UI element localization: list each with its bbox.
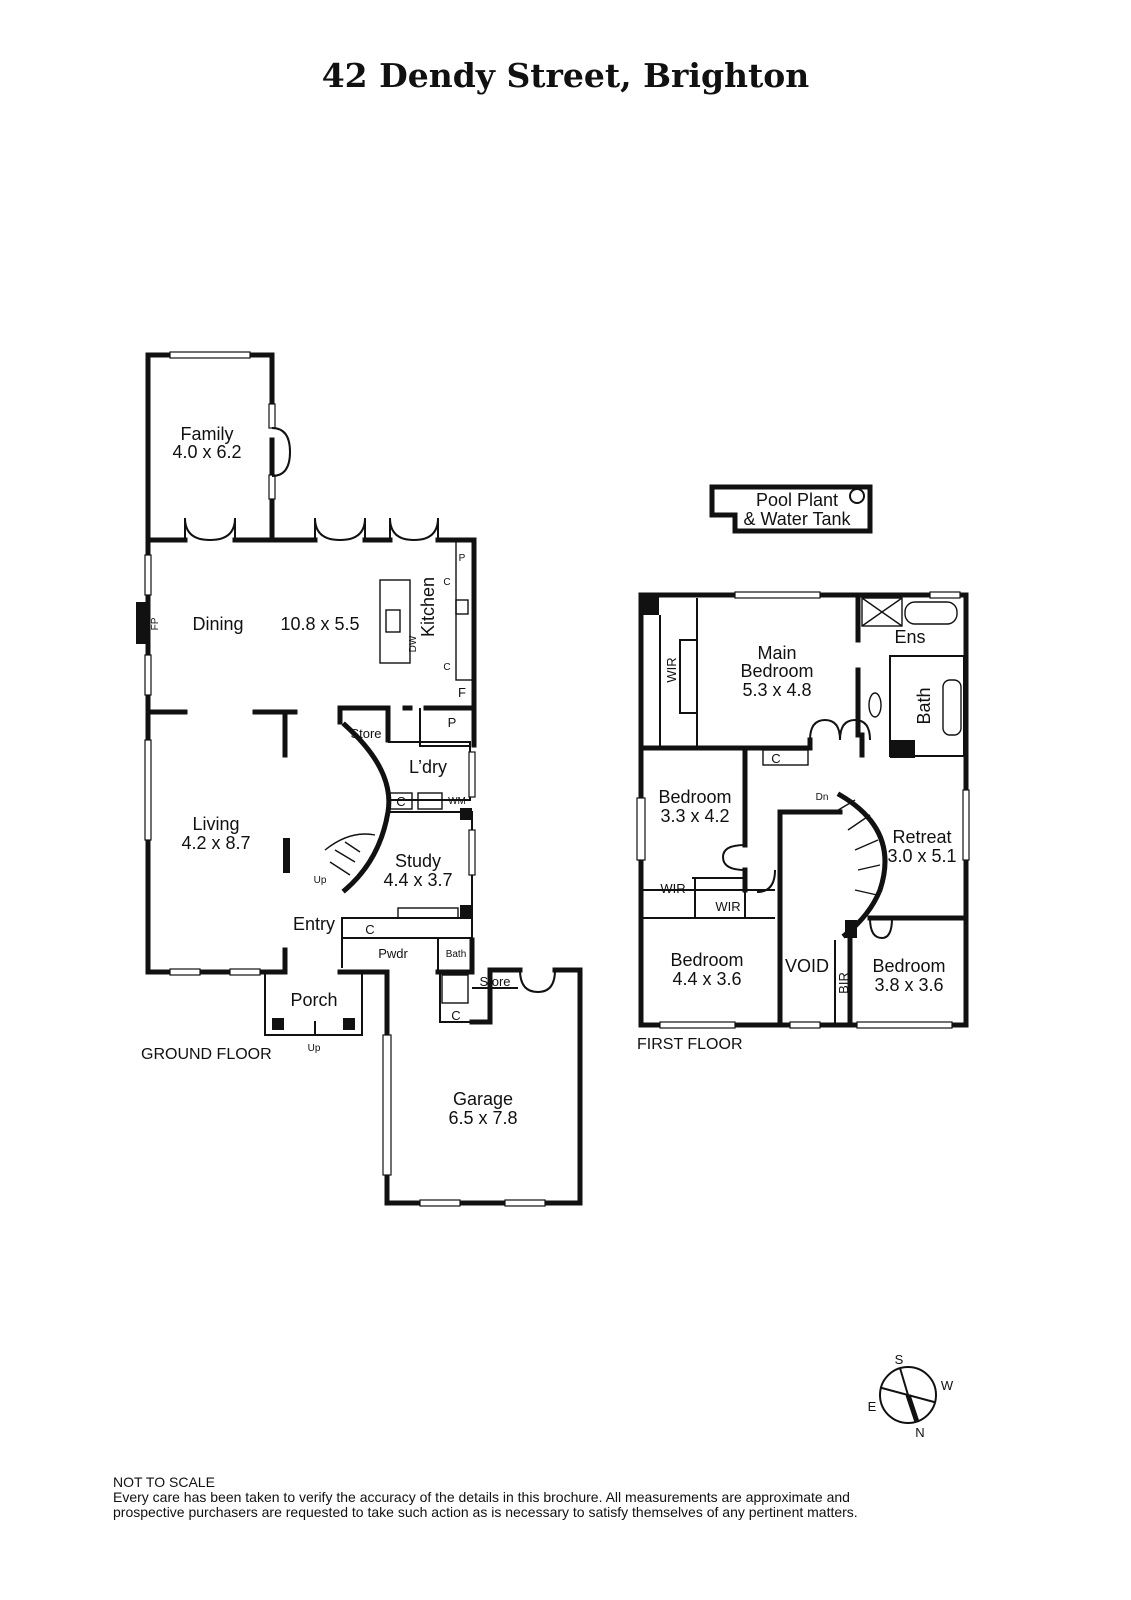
porch-up-label: Up xyxy=(308,1043,321,1054)
void-label: VOID xyxy=(785,956,829,976)
washing-machine-label: WM xyxy=(448,796,466,807)
window xyxy=(734,591,821,599)
door xyxy=(271,427,292,477)
disclaimer-line2: prospective purchasers are requested to … xyxy=(113,1504,858,1520)
window xyxy=(962,789,970,861)
fridge-label: F xyxy=(458,685,466,700)
window xyxy=(169,968,201,976)
page-title: 42 Dendy Street, Brighton xyxy=(321,56,810,95)
stairs-down-label: Dn xyxy=(816,792,829,803)
ground-floor-label: GROUND FLOOR xyxy=(141,1046,272,1063)
wir-label: WIR xyxy=(715,899,740,914)
window xyxy=(229,968,261,976)
pantry-label: P xyxy=(459,553,466,564)
disclaimer-line1: Every care has been taken to verify the … xyxy=(113,1489,850,1505)
room-dining-dims: 10.8 x 5.5 xyxy=(280,614,359,634)
compass-south: S xyxy=(895,1352,904,1367)
room-family-name: Family xyxy=(181,424,234,444)
room-bedroom1-name: Bedroom xyxy=(658,787,731,807)
pool-plant-line2: & Water Tank xyxy=(743,509,851,529)
room-living-dims: 4.2 x 8.7 xyxy=(181,833,250,853)
compass-east: E xyxy=(868,1399,877,1414)
garage-door xyxy=(382,1034,392,1176)
room-main-bedroom-name: Main xyxy=(757,643,796,663)
staircase xyxy=(341,721,392,894)
room-bath-name: Bath xyxy=(446,949,467,960)
room-living-name: Living xyxy=(192,814,239,834)
fireplace-label: FP xyxy=(150,617,161,630)
window xyxy=(144,739,152,841)
stairs-up-label: Up xyxy=(314,875,327,886)
room-main-bedroom-name2: Bedroom xyxy=(740,661,813,681)
staircase xyxy=(836,791,888,939)
compass-west: W xyxy=(941,1378,954,1393)
room-porch-name: Porch xyxy=(290,990,337,1010)
wir-label: WIR xyxy=(664,657,679,682)
cupboard-label: C xyxy=(365,922,374,937)
window xyxy=(144,554,152,596)
room-bedroom1-dims: 3.3 x 4.2 xyxy=(660,806,729,826)
fireplace xyxy=(136,602,148,644)
kitchen-island xyxy=(379,579,411,664)
cupboard-label: C xyxy=(771,751,780,766)
cupboard-label: C xyxy=(396,794,405,809)
room-main-bedroom-dims: 5.3 x 4.8 xyxy=(742,680,811,700)
room-retreat-dims: 3.0 x 5.1 xyxy=(887,846,956,866)
cupboard-label: C xyxy=(451,1008,460,1023)
window xyxy=(856,1021,953,1029)
room-powder-name: Pwdr xyxy=(378,946,408,961)
window xyxy=(659,1021,736,1029)
window xyxy=(468,829,476,876)
room-ensuite-name: Ens xyxy=(894,627,925,647)
cupboard-label: C xyxy=(443,577,450,588)
bir-label: BIR xyxy=(836,972,851,994)
ground-floor-plan xyxy=(136,351,583,1207)
store-label: Store xyxy=(350,726,381,741)
room-bedroom2-dims: 4.4 x 3.6 xyxy=(672,969,741,989)
window xyxy=(789,1021,821,1029)
pool-plant-line1: Pool Plant xyxy=(756,490,838,510)
window xyxy=(144,654,152,696)
room-family-dims: 4.0 x 6.2 xyxy=(172,442,241,462)
first-floor-plan xyxy=(636,591,970,1029)
room-entry-name: Entry xyxy=(293,914,335,934)
room-bedroom3-name: Bedroom xyxy=(872,956,945,976)
pool-plant-box xyxy=(709,484,873,534)
room-retreat-name: Retreat xyxy=(892,827,951,847)
room-bath-name: Bath xyxy=(914,687,934,724)
window xyxy=(468,751,476,798)
window xyxy=(419,1199,461,1207)
room-laundry-name: L’dry xyxy=(409,757,447,777)
not-to-scale: NOT TO SCALE xyxy=(113,1474,215,1490)
room-study-dims: 4.4 x 3.7 xyxy=(383,870,452,890)
cupboard-label: C xyxy=(443,662,450,673)
room-dining-name: Dining xyxy=(192,614,243,634)
room-study-name: Study xyxy=(395,851,441,871)
dishwasher-label: DW xyxy=(408,635,419,652)
window xyxy=(929,591,961,599)
window xyxy=(169,351,251,359)
room-bedroom2-name: Bedroom xyxy=(670,950,743,970)
room-garage-name: Garage xyxy=(453,1089,513,1109)
compass-north: N xyxy=(915,1425,924,1440)
window xyxy=(268,403,276,429)
window xyxy=(636,797,646,861)
room-garage-dims: 6.5 x 7.8 xyxy=(448,1108,517,1128)
pantry-label: P xyxy=(448,715,457,730)
garage-store-label: Store xyxy=(479,974,510,989)
water-tank-icon xyxy=(849,488,865,504)
room-kitchen-name: Kitchen xyxy=(418,577,438,637)
disclaimer: NOT TO SCALE Every care has been taken t… xyxy=(113,1475,858,1520)
first-floor-label: FIRST FLOOR xyxy=(637,1036,743,1053)
wir-label: WIR xyxy=(660,881,685,896)
room-bedroom3-dims: 3.8 x 3.6 xyxy=(874,975,943,995)
compass-icon xyxy=(879,1366,937,1424)
window xyxy=(504,1199,546,1207)
window xyxy=(268,474,276,500)
